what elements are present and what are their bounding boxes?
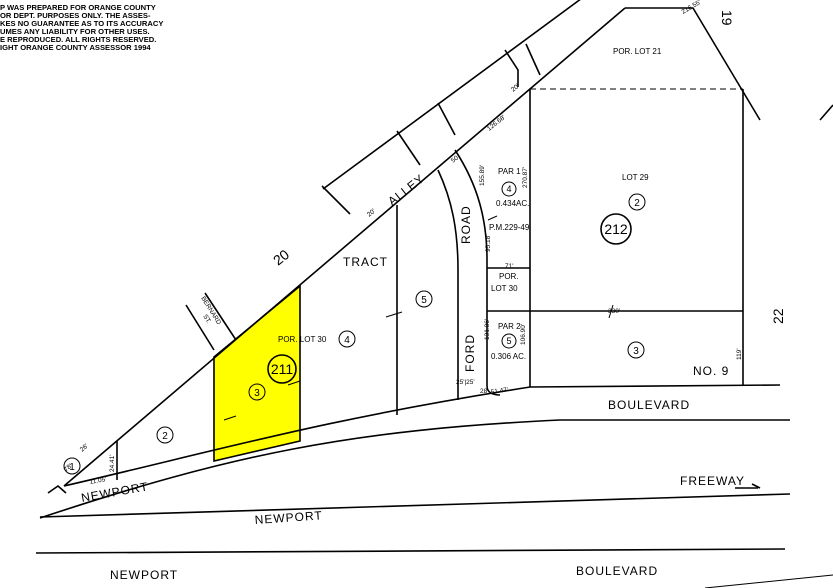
lot-30-label: LOT 30 — [491, 284, 518, 293]
dimension-95: 95.18' — [485, 234, 492, 252]
boulevard-label-lower: BOULEVARD — [576, 564, 658, 578]
ford-label: FORD — [463, 334, 477, 372]
par-2-area: 0.306 AC. — [491, 352, 526, 361]
tract-side-number: 22 — [770, 308, 786, 324]
dimension-51: 51.47' — [490, 387, 508, 396]
freeway-arrow-head — [751, 483, 761, 489]
par-2-label: PAR 2 — [498, 322, 521, 331]
lot-line-tick-5 — [487, 215, 498, 221]
dimension-28: 28' — [480, 388, 488, 395]
dimension-78: 78' — [63, 463, 74, 474]
alley-stub-right — [525, 43, 541, 76]
bernard-st-line-2 — [204, 292, 237, 341]
map-edge-bottom-right — [704, 574, 833, 588]
tract-label: TRACT — [343, 255, 388, 269]
parcel-number-3: 3 — [254, 388, 260, 399]
disclaimer-line-1: P WAS PREPARED FOR ORANGE COUNTY — [0, 3, 156, 12]
north-arrow-stub — [47, 484, 67, 494]
dimension-71: 71' — [505, 263, 513, 270]
dimension-270: 270.87' — [522, 167, 529, 188]
dimension-25: 25'|25' — [456, 379, 475, 386]
parcel-circle-right-2[interactable]: 2 — [628, 193, 646, 211]
dimension-26: 26' — [79, 443, 90, 454]
alley-line — [322, 0, 581, 190]
disclaimer-line-4: UMES ANY LIABILITY FOR OTHER USES. — [0, 27, 150, 36]
tract-no-label: NO. 9 — [693, 364, 729, 378]
newport-label-mid: NEWPORT — [254, 508, 323, 527]
lot-21-boundary — [625, 7, 761, 121]
lot-line-tick-1 — [223, 415, 237, 421]
alley-stub-left — [321, 185, 351, 215]
page-number-211[interactable]: 211 — [267, 354, 297, 384]
dimension-119: 119' — [736, 348, 743, 360]
freeway-edge — [39, 493, 791, 518]
parcel-circle-1[interactable]: 1 — [63, 457, 81, 475]
dimension-131: 131.86' — [484, 319, 491, 340]
tract-number: 20 — [270, 246, 292, 268]
disclaimer-block: P WAS PREPARED FOR ORANGE COUNTY OR DEPT… — [0, 3, 163, 52]
alley-stub-upper — [504, 49, 519, 87]
road-label: ROAD — [459, 205, 473, 244]
lot-29-label: LOT 29 — [622, 173, 649, 182]
par-2-circle[interactable]: 5 — [501, 333, 517, 349]
alley-label: ALLEY — [385, 171, 427, 208]
tract-diagonal-boundary — [63, 7, 626, 487]
parcel-number-2: 2 — [162, 431, 168, 442]
dimension-11: 11.05' — [89, 476, 107, 486]
disclaimer-line-5: E REPRODUCED. ALL RIGHTS RESERVED. — [0, 35, 156, 44]
parcel-circle-3[interactable]: 3 — [248, 383, 266, 401]
lot-line-tick-4 — [608, 304, 614, 319]
lot-line-tick-2 — [287, 380, 301, 386]
dimension-216: 216.55' — [681, 0, 703, 16]
por-lot-30-label: POR. LOT 30 — [278, 335, 327, 344]
parcel-number-5: 5 — [421, 295, 427, 306]
dimension-155: 155.89' — [479, 165, 486, 186]
parcel-number-right-2: 2 — [634, 198, 640, 209]
dimension-106: 106.90' — [520, 324, 527, 345]
page-number-211-text: 211 — [271, 361, 294, 377]
st-label: ST. — [201, 313, 212, 325]
dimension-20: 20' — [366, 208, 377, 219]
dimension-20b: 20' — [510, 83, 521, 94]
par-1-label: PAR 1 — [498, 167, 521, 176]
dimension-50: 50 — [450, 154, 460, 164]
parcel-number-4: 4 — [344, 335, 350, 346]
par-2-number: 5 — [506, 336, 511, 346]
bernard-st-line-1 — [185, 304, 215, 351]
tract-corner-number: 19 — [719, 10, 735, 26]
page-number-212-text: 212 — [604, 221, 628, 237]
parcel-circle-5[interactable]: 5 — [415, 290, 433, 308]
par-1-circle[interactable]: 4 — [501, 181, 517, 197]
disclaimer-line-2: OR DEPT. PURPOSES ONLY. THE ASSES- — [0, 11, 151, 20]
newport-boulevard-lower-edge — [35, 548, 786, 554]
por-lot-21-label: POR. LOT 21 — [613, 47, 662, 56]
par-1-number: 4 — [506, 184, 511, 194]
dimension-24: 24.41' — [109, 454, 116, 472]
newport-boulevard-south-edge — [39, 419, 790, 519]
disclaimer-line-6: IGHT ORANGE COUNTY ASSESSOR 1994 — [0, 43, 151, 52]
lot-line-tick-3 — [385, 311, 403, 318]
page-number-212[interactable]: 212 — [600, 213, 632, 245]
dimension-330: 330' — [608, 308, 620, 315]
map-edge-right — [819, 104, 833, 121]
boulevard-label-upper: BOULEVARD — [608, 398, 690, 412]
parcel-circle-4[interactable]: 4 — [338, 330, 356, 348]
alley-stub-lower — [437, 102, 456, 136]
ford-road-west-edge — [437, 169, 459, 400]
freeway-label: FREEWAY — [680, 474, 745, 488]
parcel-map-reference: P.M.229-49 — [489, 223, 530, 232]
parcel-circle-right-3[interactable]: 3 — [627, 341, 645, 359]
parcel-circle-2[interactable]: 2 — [156, 426, 174, 444]
por-label: POR. — [499, 272, 519, 281]
boulevard-north-edge — [63, 384, 781, 487]
par-1-area: 0.434AC. — [496, 199, 529, 208]
disclaimer-line-3: KES NO GUARANTEE AS TO ITS ACCURACY — [0, 19, 163, 28]
alley-stub-mid — [396, 130, 421, 166]
parcel-number-1: 1 — [69, 462, 75, 473]
newport-label-bottom: NEWPORT — [110, 568, 178, 582]
parcel-number-right-3: 3 — [633, 346, 639, 357]
